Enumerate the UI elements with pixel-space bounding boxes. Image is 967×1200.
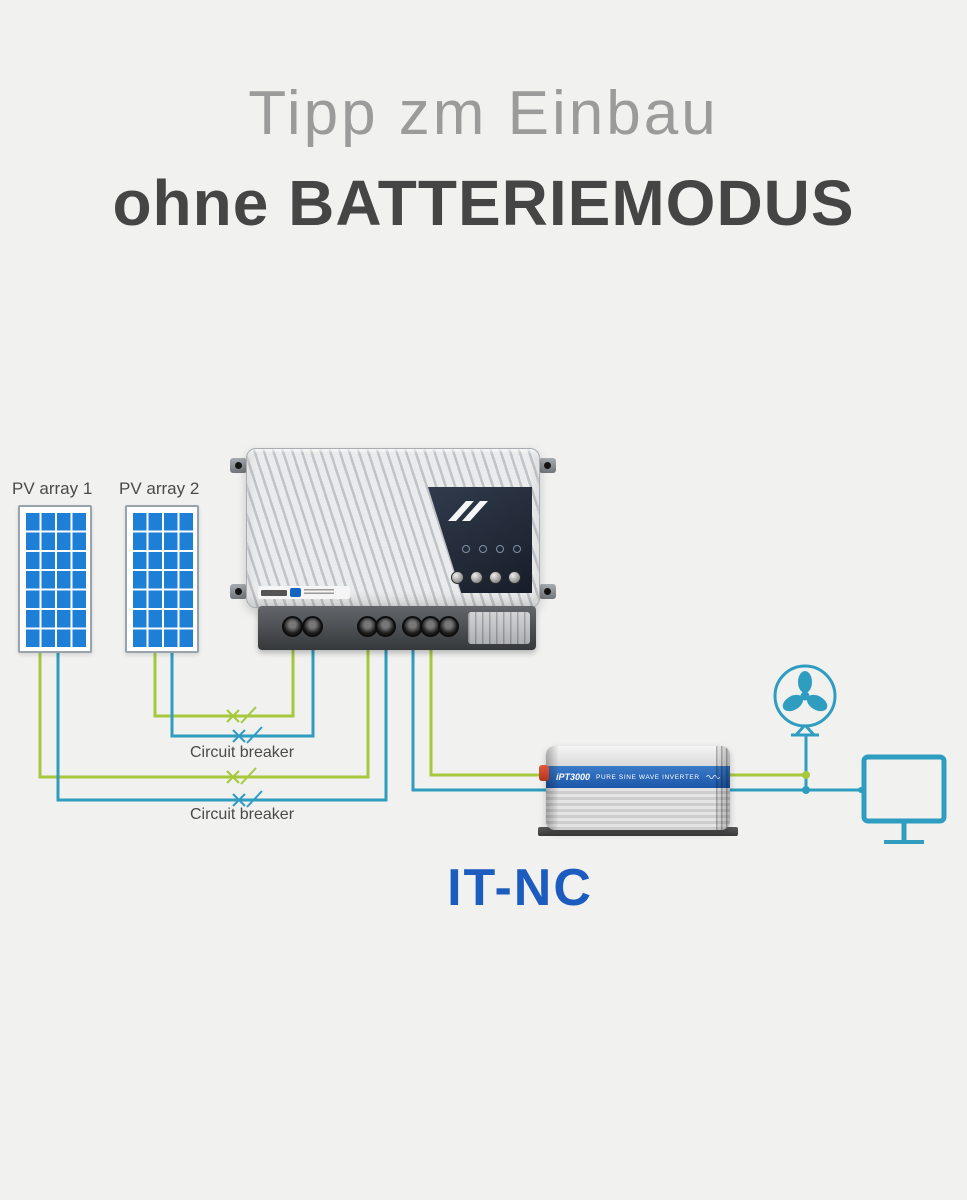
brand-text-lines (304, 589, 334, 596)
junction-dot (858, 787, 864, 793)
inverter-top (546, 746, 730, 766)
inverter-mounting-base (538, 827, 738, 836)
inverter-model-label: iPT3000 (556, 772, 591, 782)
sine-wave-icon (705, 774, 720, 780)
charge-controller (230, 448, 556, 650)
controller-button (470, 571, 483, 584)
circuit-breaker-2-label: Circuit breaker (189, 806, 295, 823)
inverter-dc-terminal (539, 765, 549, 781)
controller-terminals (258, 606, 536, 650)
inverter-vent-grille (716, 746, 730, 830)
monitor-icon (861, 754, 947, 844)
inverter-tagline: PURE SINE WAVE INVERTER (596, 773, 700, 781)
pv-array-1-panel (18, 505, 92, 653)
inverter-left-cap (546, 746, 558, 830)
controller-indicators (462, 545, 521, 553)
mounting-tab (539, 584, 556, 599)
controller-button (451, 571, 464, 584)
wire-pv2-blue (170, 646, 315, 738)
terminal (375, 616, 396, 637)
mounting-tab (230, 458, 247, 473)
terminal (282, 616, 303, 637)
fan-icon (773, 664, 837, 737)
wire-pv1-blue (56, 646, 388, 802)
terminal (438, 616, 459, 637)
wire-battery-green (429, 646, 564, 777)
circuit-breaker-1-symbol-blue (232, 726, 263, 744)
controller-logo-icon (448, 501, 488, 521)
circuit-breaker-1-label: Circuit breaker (189, 744, 295, 761)
inverter-label-stripe: iPT3000 PURE SINE WAVE INVERTER (546, 766, 730, 788)
inverter: iPT3000 PURE SINE WAVE INVERTER (546, 746, 730, 830)
title-line-1: Tipp zm Einbau (248, 79, 719, 148)
junction-dot (802, 771, 810, 779)
solar-cells (24, 511, 86, 647)
pv-array-2-label: PV array 2 (119, 479, 200, 498)
controller-button (489, 571, 502, 584)
circuit-breaker-1-symbol-green (226, 706, 257, 724)
wire-pv2-green (153, 646, 295, 718)
title-line-2: ohne BATTERIEMODUS (112, 167, 855, 239)
circuit-breaker-2-symbol-blue (232, 790, 263, 808)
brand-badge (290, 588, 301, 597)
pv-array-1-label: PV array 1 (12, 479, 93, 498)
terminal-cover (468, 612, 530, 644)
controller-brand-label (258, 586, 350, 599)
mounting-tab (539, 458, 556, 473)
junction-dot (802, 786, 810, 794)
mounting-tab (230, 584, 247, 599)
pv-array-2-panel (125, 505, 199, 653)
brand-mark (261, 589, 287, 596)
solar-cells (131, 511, 193, 647)
terminal (302, 616, 323, 637)
inverter-body (546, 788, 730, 830)
system-mode-label: IT-NC (447, 859, 593, 917)
circuit-breaker-2-symbol-green (226, 767, 257, 785)
controller-button (508, 571, 521, 584)
